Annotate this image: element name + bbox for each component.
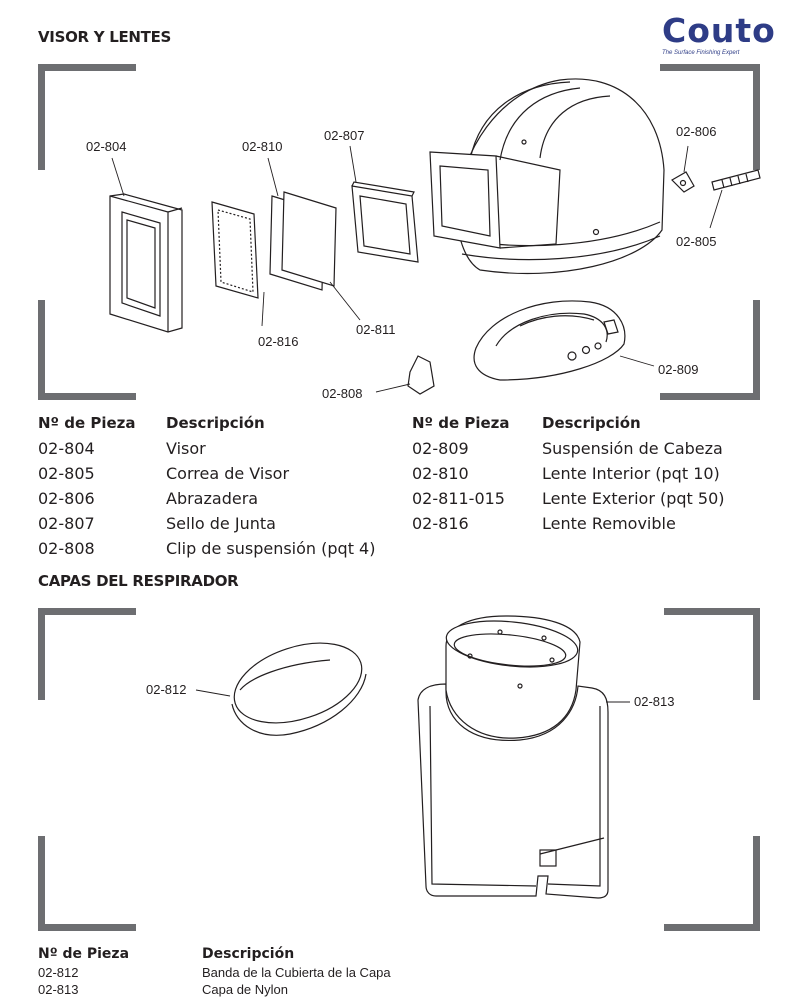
callout-02-806: 02-806 [676, 124, 716, 139]
part-number: 02-812 [38, 965, 79, 980]
callout-02-811: 02-811 [356, 322, 396, 337]
clamp-part [671, 171, 695, 193]
callout-02-804: 02-804 [86, 139, 126, 154]
part-description: Sello de Junta [166, 514, 276, 533]
callout-02-805: 02-805 [676, 234, 716, 249]
part-description: Lente Interior (pqt 10) [542, 464, 720, 483]
header-part-number: Nº de Pieza [38, 414, 136, 432]
part-description: Correa de Visor [166, 464, 290, 483]
callout-labels: 02-812 02-813 [146, 682, 674, 709]
suspension-clip-part [407, 355, 435, 395]
part-number: 02-804 [38, 439, 95, 458]
callout-02-807: 02-807 [324, 128, 364, 143]
callout-02-810: 02-810 [242, 139, 282, 154]
part-description: Abrazadera [166, 489, 259, 508]
cape-diagram: 02-812 02-813 [38, 608, 760, 931]
part-description: Suspensión de Cabeza [542, 439, 723, 458]
part-number: 02-816 [412, 514, 469, 533]
header-part-number: Nº de Pieza [412, 414, 510, 432]
callout-02-809: 02-809 [658, 362, 698, 377]
cape-band-part [231, 642, 367, 736]
brand-logo: Couto The Surface Finishing Expert [662, 14, 790, 62]
gasket-seal-part [351, 181, 419, 263]
section-title-visor: VISOR Y LENTES [38, 28, 172, 46]
leader-lines [111, 145, 723, 393]
callout-labels: 02-804 02-810 02-807 02-806 02-805 02-81… [86, 124, 716, 401]
callout-02-816: 02-816 [258, 334, 298, 349]
brand-tagline: The Surface Finishing Expert [662, 50, 740, 56]
section-title-capas: CAPAS DEL RESPIRADOR [38, 572, 239, 590]
header-description: Descripción [166, 414, 265, 432]
part-number: 02-808 [38, 539, 95, 558]
leader-lines [195, 689, 630, 703]
nylon-cape-part [417, 615, 609, 899]
part-description: Lente Removible [542, 514, 676, 533]
part-number: 02-813 [38, 982, 79, 997]
header-description: Descripción [202, 946, 295, 962]
callout-02-812: 02-812 [146, 682, 186, 697]
brand-name: Couto [662, 11, 776, 50]
header-description: Descripción [542, 414, 641, 432]
callout-02-808: 02-808 [322, 386, 362, 401]
visor-frame-part [109, 193, 183, 333]
frame-brackets [38, 608, 760, 931]
visor-strap-part [711, 169, 761, 191]
part-description: Clip de suspensión (pqt 4) [166, 539, 376, 558]
part-number: 02-811-015 [412, 489, 505, 508]
part-description: Lente Exterior (pqt 50) [542, 489, 725, 508]
part-number: 02-806 [38, 489, 95, 508]
part-number: 02-810 [412, 464, 469, 483]
outer-lens-part [281, 191, 337, 287]
head-suspension-part [473, 300, 626, 381]
removable-lens-part [211, 201, 259, 299]
visor-exploded-diagram: 02-804 02-810 02-807 02-806 02-805 02-81… [38, 64, 761, 401]
helmet-part [429, 78, 665, 275]
part-description: Capa de Nylon [202, 982, 288, 997]
header-part-number: Nº de Pieza [38, 946, 130, 962]
part-description: Banda de la Cubierta de la Capa [202, 965, 391, 980]
callout-02-813: 02-813 [634, 694, 674, 709]
part-description: Visor [166, 439, 206, 458]
part-number: 02-805 [38, 464, 95, 483]
part-number: 02-809 [412, 439, 469, 458]
part-number: 02-807 [38, 514, 95, 533]
